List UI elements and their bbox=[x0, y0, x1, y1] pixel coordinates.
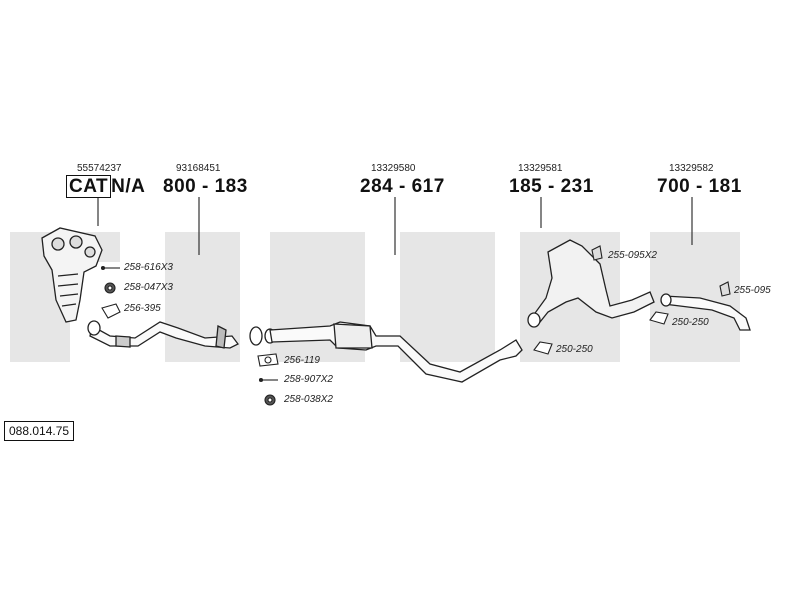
label-250-250-a: 250-250 bbox=[556, 344, 593, 355]
label-258-907x2: 258-907X2 bbox=[284, 374, 333, 385]
oe-number-4: 13329581 bbox=[518, 163, 563, 174]
part-number-4: 185 - 231 bbox=[509, 176, 594, 197]
middle-pipe bbox=[249, 321, 523, 383]
catalytic-converter bbox=[41, 227, 103, 323]
label-250-250-b: 250-250 bbox=[672, 317, 709, 328]
label-256-395: 256-395 bbox=[124, 303, 161, 314]
part-number-2: 800 - 183 bbox=[163, 176, 248, 197]
label-258-047x3: 258-047X3 bbox=[124, 282, 173, 293]
label-255-095: 255-095 bbox=[734, 285, 771, 296]
oe-number-1: 55574237 bbox=[77, 163, 122, 174]
tail-pipe bbox=[660, 293, 751, 331]
label-258-038x2: 258-038X2 bbox=[284, 394, 333, 405]
cat-badge: CAT bbox=[66, 175, 112, 198]
front-pipe bbox=[87, 320, 239, 349]
oe-number-2: 93168451 bbox=[176, 163, 221, 174]
oe-number-5: 13329582 bbox=[669, 163, 714, 174]
rear-silencer bbox=[527, 239, 655, 328]
label-258-616x3: 258-616X3 bbox=[124, 262, 173, 273]
diagram-reference: 088.014.75 bbox=[4, 421, 75, 441]
label-255-095x2: 255-095X2 bbox=[608, 250, 657, 261]
part-number-3: 284 - 617 bbox=[360, 176, 445, 197]
label-256-119: 256-119 bbox=[284, 355, 320, 366]
oe-number-3: 13329580 bbox=[371, 163, 416, 174]
leader-lines bbox=[97, 197, 693, 255]
hardware-icons bbox=[100, 245, 731, 406]
part-suffix-1: N/A bbox=[111, 176, 146, 197]
part-number-5: 700 - 181 bbox=[657, 176, 742, 197]
